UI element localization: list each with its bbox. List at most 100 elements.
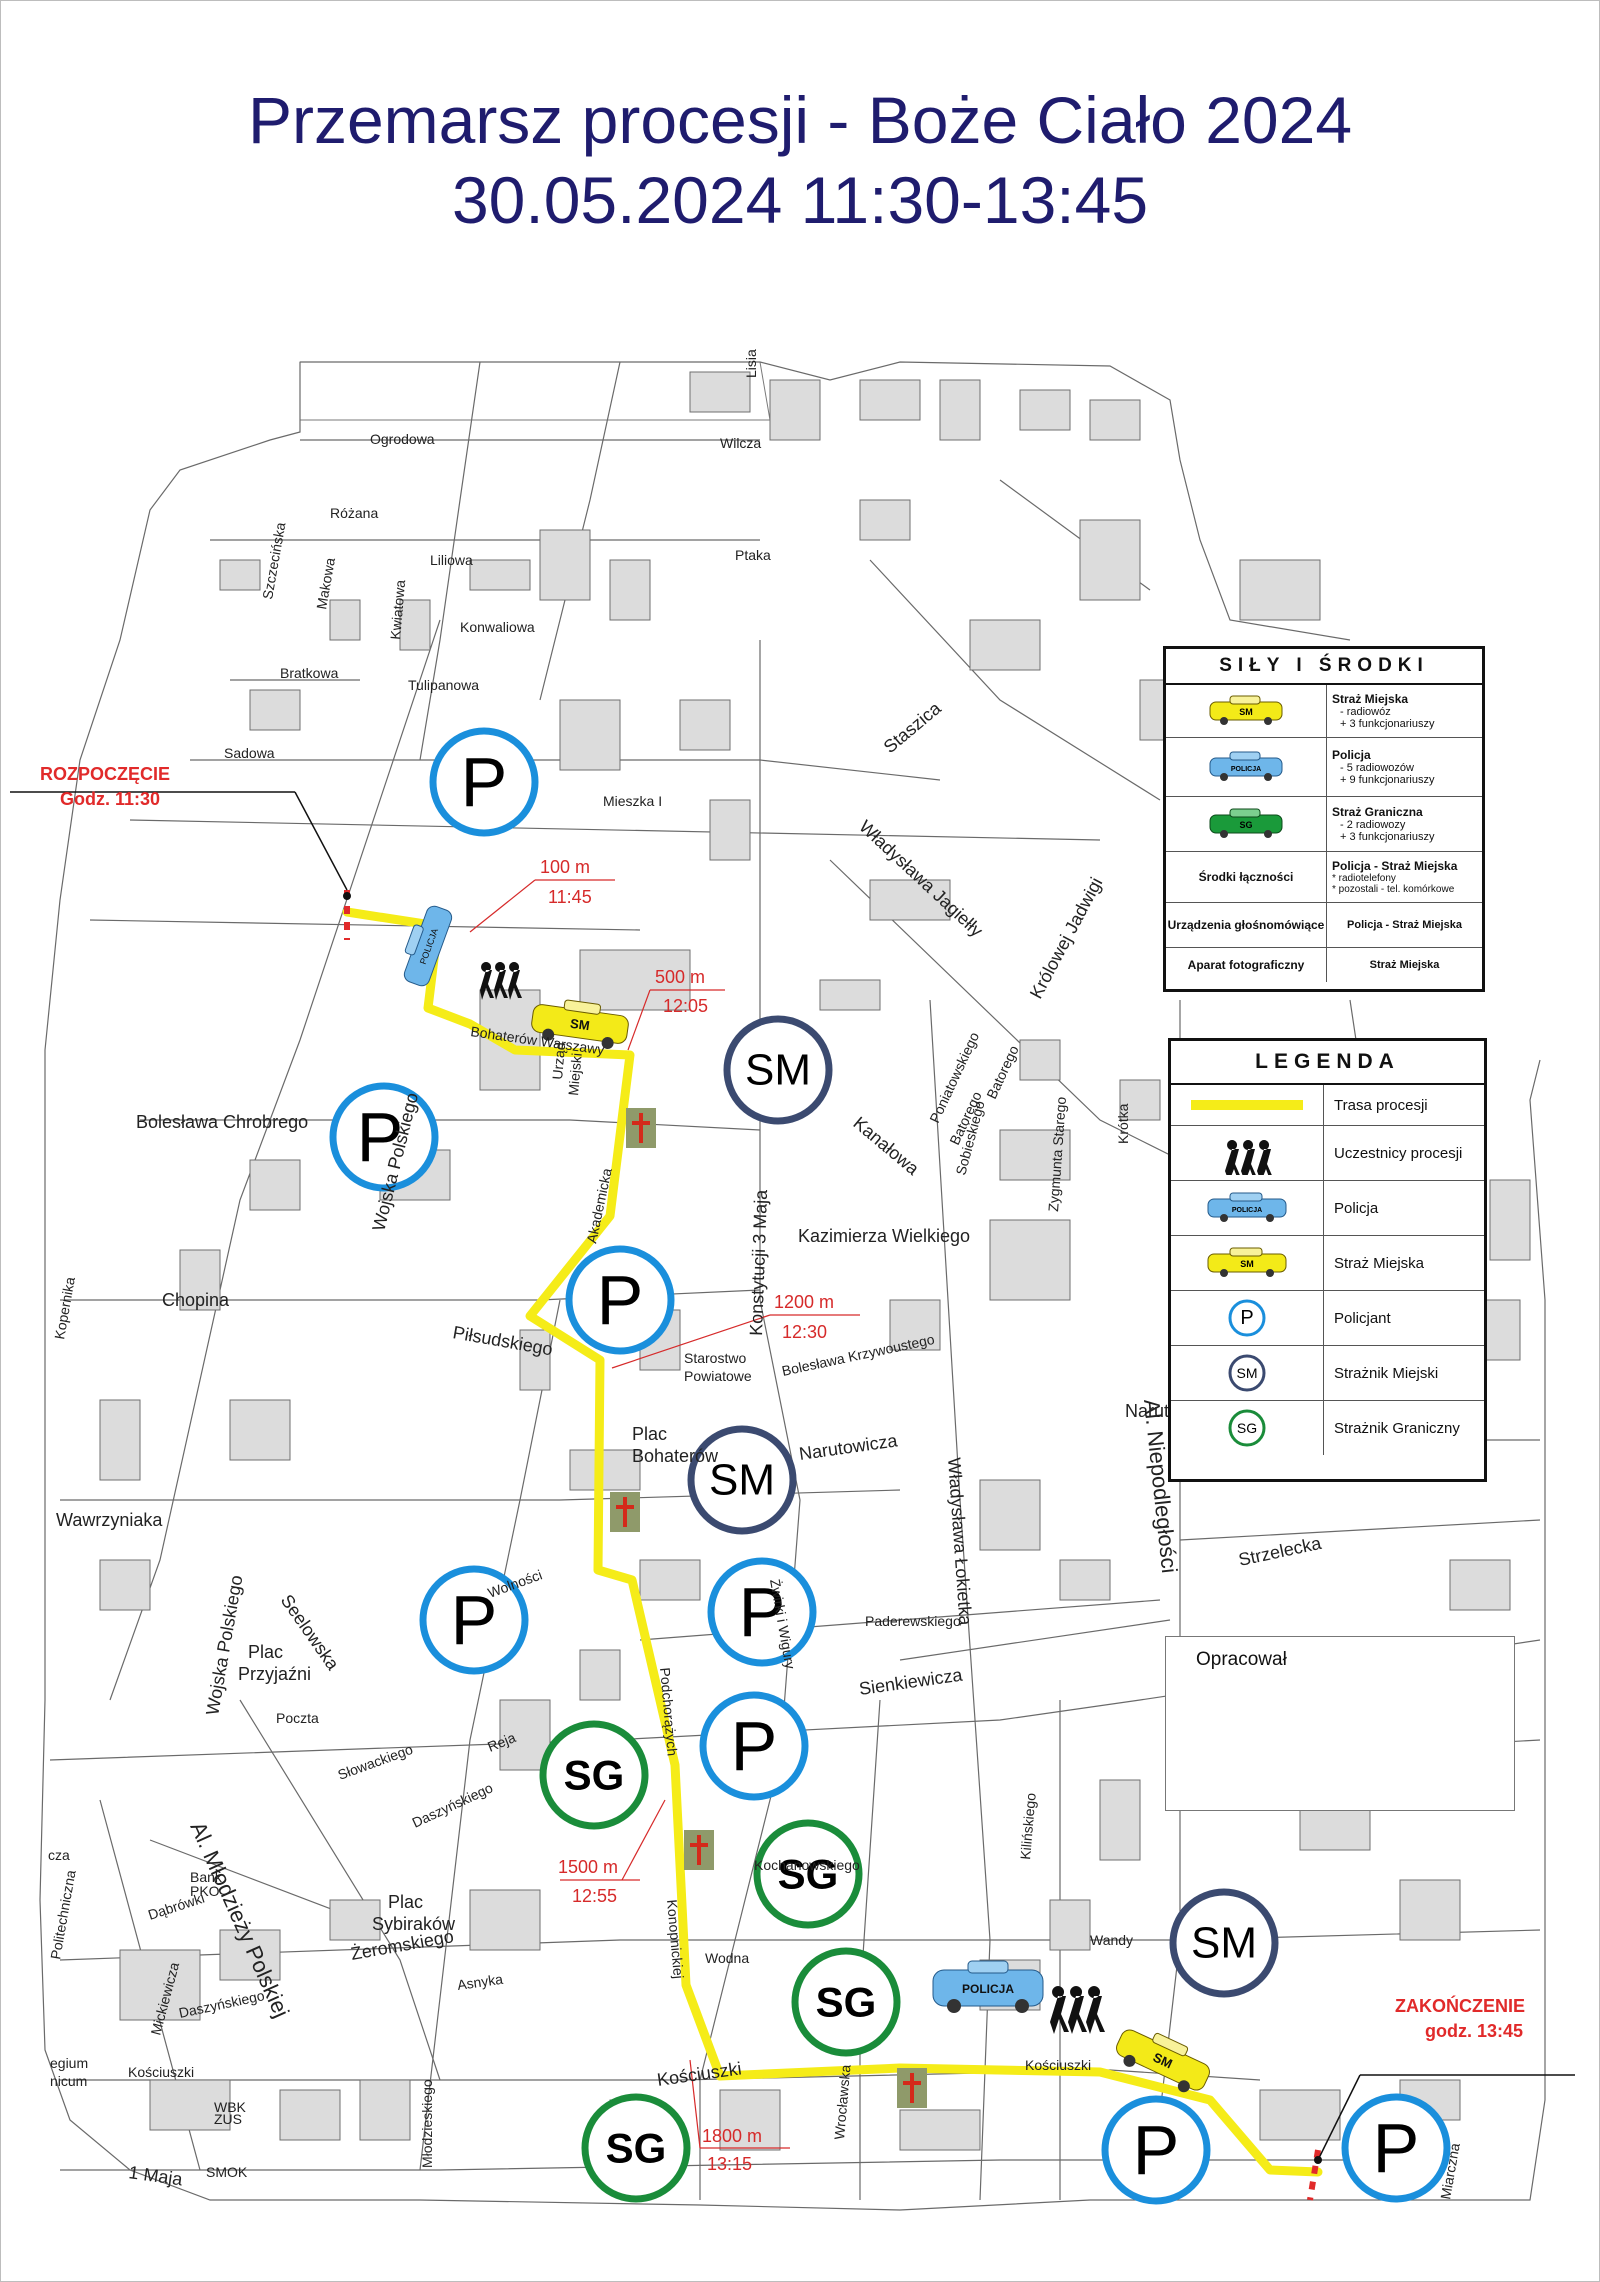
svg-text:12:55: 12:55 bbox=[572, 1886, 617, 1906]
distance-marker-1500: 1500 m 12:55 bbox=[558, 1799, 666, 1906]
svg-text:11:45: 11:45 bbox=[548, 887, 592, 907]
police-post[interactable]: P bbox=[699, 1691, 809, 1801]
svg-text:P: P bbox=[451, 1581, 498, 1659]
forces-row-loudspeakers: Urządzenia głośnomówiące Policja - Straż… bbox=[1166, 903, 1482, 948]
svg-text:SG: SG bbox=[1237, 1420, 1257, 1436]
svg-text:Ogrodowa: Ogrodowa bbox=[370, 431, 435, 447]
start-label: ROZPOCZĘCIE bbox=[40, 764, 170, 784]
svg-text:SM: SM bbox=[1151, 2050, 1175, 2072]
svg-text:Szczecińska: Szczecińska bbox=[259, 521, 288, 601]
svg-text:Podchorążych: Podchorążych bbox=[657, 1667, 681, 1757]
svg-text:Liliowa: Liliowa bbox=[430, 552, 473, 568]
svg-text:WBK: WBK bbox=[214, 2099, 247, 2115]
svg-text:Poczta: Poczta bbox=[276, 1710, 319, 1726]
police-post[interactable]: P bbox=[707, 1557, 817, 1667]
svg-text:Ptaka: Ptaka bbox=[735, 547, 771, 563]
svg-text:POLICJA: POLICJA bbox=[1232, 1207, 1262, 1214]
border-guard-post[interactable]: SG bbox=[753, 1819, 863, 1929]
legend-item-route: Trasa procesji bbox=[1171, 1085, 1484, 1126]
svg-text:SG: SG bbox=[606, 2125, 667, 2172]
svg-text:SG: SG bbox=[1239, 820, 1252, 830]
police-post[interactable]: P bbox=[565, 1245, 675, 1355]
svg-text:Politechniczna: Politechniczna bbox=[47, 1869, 78, 1961]
svg-text:Kościuszki: Kościuszki bbox=[656, 2058, 743, 2090]
forces-row-border-guard: SG Straż Graniczna - 2 radiowozy + 3 fun… bbox=[1166, 797, 1482, 852]
svg-text:Wandy: Wandy bbox=[1090, 1932, 1133, 1948]
svg-text:12:30: 12:30 bbox=[782, 1322, 827, 1342]
city-guard-post-icon: SM bbox=[1228, 1354, 1266, 1392]
svg-text:Sadowa: Sadowa bbox=[224, 745, 275, 761]
svg-text:Sienkiewicza: Sienkiewicza bbox=[858, 1665, 965, 1699]
svg-text:Konstytucji 3 Maja: Konstytucji 3 Maja bbox=[746, 1188, 771, 1336]
svg-text:Słowackiego: Słowackiego bbox=[336, 1741, 416, 1783]
police-post[interactable]: P bbox=[429, 727, 539, 837]
svg-text:P: P bbox=[461, 743, 508, 821]
svg-text:nicum: nicum bbox=[50, 2073, 87, 2089]
svg-text:Strzelecka: Strzelecka bbox=[1237, 1533, 1324, 1570]
border-guard-car-icon: SG bbox=[1209, 808, 1283, 838]
svg-text:SM: SM bbox=[1237, 1365, 1258, 1381]
city-guard-post[interactable]: SM bbox=[687, 1425, 797, 1535]
svg-text:1800 m: 1800 m bbox=[702, 2126, 762, 2146]
author-label: Opracował bbox=[1196, 1649, 1287, 1670]
svg-text:ZUS: ZUS bbox=[214, 2111, 242, 2127]
legend-item-border-guard-officer: SG Strażnik Graniczny bbox=[1171, 1401, 1484, 1455]
page-subtitle: 30.05.2024 11:30-13:45 bbox=[451, 163, 1149, 237]
police-post[interactable]: P bbox=[1101, 2095, 1211, 2205]
svg-text:Władysława Łokietka: Władysława Łokietka bbox=[944, 1457, 976, 1627]
border-guard-post[interactable]: SG bbox=[581, 2093, 691, 2203]
svg-text:Seelowska: Seelowska bbox=[277, 1591, 344, 1675]
svg-text:Al. Młodzieży Polskiej: Al. Młodzieży Polskiej bbox=[185, 1818, 294, 2021]
svg-text:SM: SM bbox=[569, 1016, 590, 1034]
svg-text:Wrocławska: Wrocławska bbox=[831, 2064, 854, 2141]
police-post[interactable]: P bbox=[1341, 2093, 1451, 2203]
svg-text:Starostwo: Starostwo bbox=[684, 1350, 746, 1366]
svg-text:Kościuszki: Kościuszki bbox=[128, 2064, 194, 2080]
svg-text:P: P bbox=[1240, 1307, 1253, 1329]
svg-text:Krótka: Krótka bbox=[1115, 1103, 1131, 1144]
svg-text:Przyjaźni: Przyjaźni bbox=[238, 1664, 311, 1684]
police-car-icon: POLICJA bbox=[403, 905, 453, 987]
svg-text:Powiatowe: Powiatowe bbox=[684, 1368, 752, 1384]
forces-row-communication: Środki łączności Policja - Straż Miejska… bbox=[1166, 852, 1482, 903]
svg-text:Królowej Jadwigi: Królowej Jadwigi bbox=[1026, 874, 1107, 1002]
svg-text:Kochanowskiego: Kochanowskiego bbox=[754, 1857, 860, 1873]
distance-marker-1200: 1200 m 12:30 bbox=[611, 1292, 860, 1369]
distance-marker-100: 100 m 11:45 bbox=[469, 857, 615, 933]
city-guard-post[interactable]: SM bbox=[1169, 1888, 1279, 1998]
svg-text:Różana: Różana bbox=[330, 505, 378, 521]
border-guard-post[interactable]: SG bbox=[791, 1947, 901, 2057]
svg-text:Konwaliowa: Konwaliowa bbox=[460, 619, 535, 635]
legend: LEGENDA Trasa procesji Uczestnicy proces… bbox=[1168, 1038, 1487, 1482]
svg-text:SG: SG bbox=[778, 1851, 839, 1898]
border-guard-post[interactable]: SG bbox=[539, 1720, 649, 1830]
forces-row-camera: Aparat fotograficzny Straż Miejska bbox=[1166, 948, 1482, 982]
svg-text:Bank: Bank bbox=[190, 1869, 223, 1885]
svg-text:Paderewskiego: Paderewskiego bbox=[865, 1613, 961, 1629]
svg-text:Wojska Polskiego: Wojska Polskiego bbox=[202, 1574, 246, 1717]
svg-text:SG: SG bbox=[816, 1979, 877, 2026]
svg-text:Daszyńskiego: Daszyńskiego bbox=[410, 1779, 496, 1830]
svg-text:13:15: 13:15 bbox=[707, 2154, 752, 2174]
svg-text:12:05: 12:05 bbox=[663, 996, 708, 1016]
route-line-icon bbox=[1191, 1100, 1303, 1110]
svg-text:Plac: Plac bbox=[632, 1424, 667, 1444]
police-post[interactable]: P bbox=[419, 1565, 529, 1675]
svg-text:Lisia: Lisia bbox=[743, 349, 759, 378]
participants-icon bbox=[1050, 1986, 1105, 2034]
svg-text:PKO: PKO bbox=[190, 1883, 220, 1899]
svg-text:Wodna: Wodna bbox=[705, 1950, 749, 1966]
svg-text:Narut: Narut bbox=[1125, 1401, 1169, 1421]
svg-text:1 Maja: 1 Maja bbox=[127, 2162, 184, 2189]
svg-text:Kazimierza Wielkiego: Kazimierza Wielkiego bbox=[798, 1226, 970, 1246]
svg-text:POLICJA: POLICJA bbox=[1231, 766, 1261, 773]
svg-text:Bohaterów: Bohaterów bbox=[632, 1446, 719, 1466]
police-post[interactable]: P bbox=[329, 1082, 439, 1192]
svg-text:500 m: 500 m bbox=[655, 967, 705, 987]
end-marker: ZAKOŃCZENIE godz. 13:45 bbox=[1307, 1995, 1575, 2201]
city-guard-post[interactable]: SM bbox=[723, 1015, 833, 1125]
police-post-icon: P bbox=[1228, 1299, 1266, 1337]
svg-text:SM: SM bbox=[745, 1046, 811, 1095]
svg-text:Miejski: Miejski bbox=[565, 1052, 585, 1096]
svg-text:Wawrzyniaka: Wawrzyniaka bbox=[56, 1510, 163, 1530]
